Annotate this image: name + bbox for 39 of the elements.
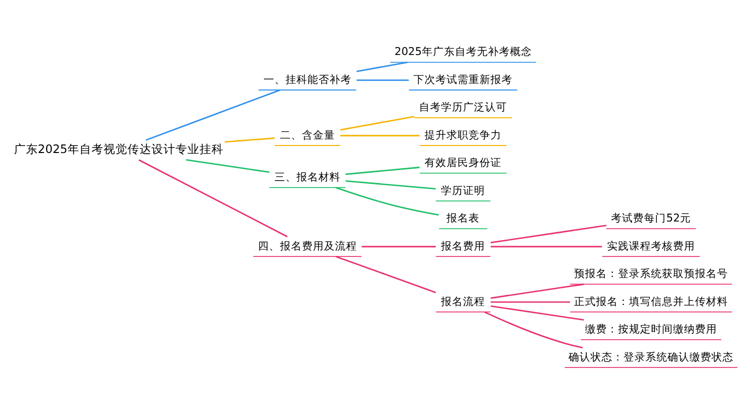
- node-text: 一、挂科能否补考: [263, 72, 352, 86]
- node-text: 实践课程考核费用: [607, 239, 696, 252]
- node-text: 广东2025年自考视觉传达设计专业挂科: [14, 142, 224, 156]
- connector: [346, 166, 420, 175]
- node-text: 二、含金量: [280, 128, 335, 142]
- connector: [138, 159, 288, 238]
- node-text: 预报名：登录系统获取预报名号: [574, 267, 728, 280]
- node-text: 2025年广东自考无补考概念: [394, 45, 532, 58]
- connector: [336, 256, 436, 294]
- node-text: 正式报名：填写信息并上传材料: [574, 294, 728, 308]
- connector: [490, 246, 602, 248]
- connector: [340, 134, 420, 136]
- connector: [490, 301, 570, 303]
- node-text: 报名表: [446, 212, 480, 225]
- connector: [490, 224, 606, 244]
- connector: [490, 305, 584, 321]
- node-text: 考试费每门52元: [611, 212, 691, 225]
- node-text: 有效居民身份证: [424, 156, 502, 170]
- node-text: 下次考试需重新报考: [414, 72, 513, 86]
- connector: [484, 311, 583, 348]
- node-text: 三、报名材料: [274, 170, 340, 184]
- connector: [186, 159, 270, 173]
- connector: [356, 62, 408, 72]
- node-text: 缴费：按规定时间缴纳费用: [585, 322, 718, 336]
- connector: [336, 186, 439, 216]
- node-text: 确认状态：登录系统确认缴费状态: [568, 350, 734, 364]
- connector: [146, 89, 280, 141]
- node-text: 报名流程: [441, 294, 486, 308]
- node-text: 报名费用: [441, 239, 486, 252]
- node-text: 四、报名费用及流程: [258, 239, 357, 252]
- node-text: 学历证明: [441, 184, 486, 197]
- node-text: 提升求职竞争力: [424, 128, 502, 142]
- node-text: 自考学历广泛认可: [419, 100, 508, 114]
- connector: [340, 116, 414, 131]
- connector: [224, 137, 275, 143]
- connector: [356, 79, 409, 81]
- connector: [346, 180, 436, 190]
- connector: [362, 246, 436, 248]
- connector: [490, 284, 584, 299]
